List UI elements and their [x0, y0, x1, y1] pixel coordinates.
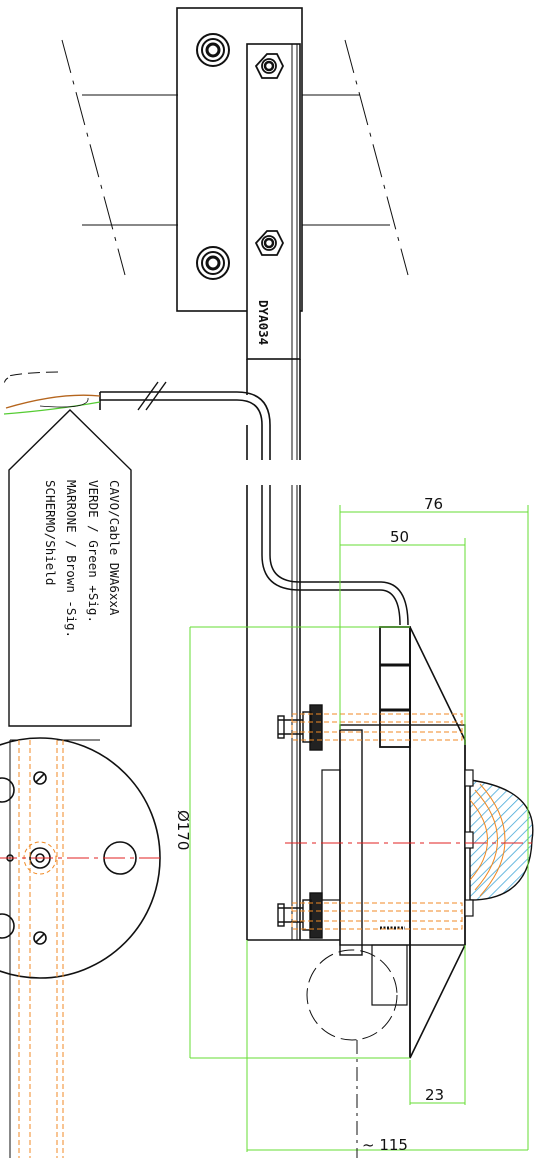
front-view	[0, 737, 161, 1158]
sensor-dome	[464, 769, 534, 917]
dim-dome-height: 23	[425, 1086, 444, 1104]
clamp-plate	[176, 7, 303, 312]
sensor-side-view	[246, 485, 466, 1059]
screw-icon	[277, 704, 323, 939]
screw-head-icon	[33, 771, 47, 945]
cable-label-line-4: SCHERMO/Shield	[43, 480, 58, 585]
dim-diameter: Ø170	[174, 810, 192, 850]
cable-label-line-1: CAVO/Cable DWA6xxA	[107, 480, 122, 616]
bolt-icon	[196, 33, 230, 280]
hidden-fasteners	[291, 713, 463, 930]
cable-label-line-2: VERDE / Green +Sig.	[86, 480, 101, 623]
connector	[379, 626, 411, 748]
cable-lower	[261, 485, 401, 626]
mounting-bracket-view	[61, 7, 409, 460]
svg-text:CAVO/Cable DWA6xxA: CAVO/Cable DWA6xxA	[107, 480, 122, 616]
dim-total-depth: ~ 115	[362, 1136, 408, 1154]
housing-body	[339, 724, 466, 946]
mounting-bar	[246, 43, 301, 360]
dim-width-body: 50	[390, 528, 409, 546]
part-code: DYA034	[256, 300, 271, 345]
nut-icon	[254, 53, 285, 256]
signal-wires	[3, 371, 101, 415]
dim-width-overall: 76	[424, 495, 443, 513]
cable-upper	[100, 399, 263, 460]
svg-text:VERDE / Green +Sig.: VERDE / Green +Sig.	[86, 480, 101, 623]
cable-label-line-3: MARRONE / Brown -Sig.	[64, 480, 79, 638]
svg-text:SCHERMO/Shield: SCHERMO/Shield	[43, 480, 58, 585]
dimension-lines	[189, 505, 529, 1152]
cable-callout: CAVO/Cable DWA6xxA VERDE / Green +Sig. M…	[8, 409, 132, 727]
svg-text:MARRONE / Brown -Sig.: MARRONE / Brown -Sig.	[64, 480, 79, 638]
